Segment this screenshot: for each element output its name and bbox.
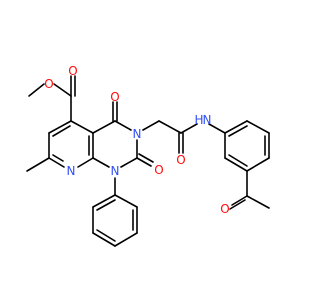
bond-ph-1 — [114, 194, 138, 208]
bond-c7-n8-double — [52, 154, 64, 162]
bond-c4-n3 — [114, 120, 132, 131]
atom-o-ester-ether: O — [44, 77, 53, 91]
atom-labels: O O O N O O N N H N O — [44, 64, 229, 216]
atom-o-c4: O — [110, 90, 119, 104]
bond-ph-4-double — [96, 229, 116, 242]
atom-o-ester-carbonyl: O — [68, 64, 77, 78]
bond-n3-ch2 — [142, 120, 160, 131]
bond-o-carbonyl — [53, 83, 72, 97]
bond-c5-c4a — [70, 120, 94, 134]
bond-ar-5-double — [228, 154, 248, 167]
bond-ph-6 — [92, 194, 116, 208]
atom-nh-h: H — [194, 113, 203, 127]
bond-c7-methyl — [26, 157, 50, 172]
bond-ar-2 — [246, 120, 270, 134]
bond-ph-6-double — [96, 199, 116, 211]
atom-nh-n: N — [203, 113, 212, 127]
atom-n3: N — [133, 127, 142, 141]
bond-c2-o-double — [138, 153, 154, 163]
bond-c2-n1 — [120, 157, 138, 168]
bond-c5-c6-double — [52, 125, 71, 137]
bond-acetyl-o — [231, 195, 248, 206]
bond-acetyl-methyl — [246, 195, 270, 209]
bond-ph-4 — [92, 232, 116, 247]
atom-o-acetyl: O — [220, 202, 229, 216]
atom-o-amide: O — [176, 153, 185, 167]
bond-ar-1-double — [228, 125, 248, 137]
atom-o-c2: O — [154, 163, 163, 177]
bond-n8-c8a — [77, 157, 94, 168]
bond-amide-c-n — [180, 123, 198, 134]
bond-ph-3 — [114, 232, 138, 247]
bond-ar-5 — [224, 157, 248, 172]
bond-ch2-amide-c — [158, 120, 182, 134]
bond-c4a-c4 — [92, 120, 116, 134]
bond-c2-o — [136, 157, 152, 167]
bond-nh-aryl — [208, 123, 226, 134]
bond-c5-c6 — [48, 120, 72, 134]
bond-ar-1 — [224, 120, 248, 134]
molecule-canvas: O O O N O O N N H N O — [26, 64, 270, 247]
bond-c7-n8 — [48, 157, 65, 168]
atom-n1: N — [111, 164, 120, 178]
bond-acetyl-o-double — [229, 199, 246, 210]
bond-methyl-o — [28, 83, 45, 97]
bond-n1-c8a — [92, 157, 110, 168]
molecule-structure: O O O N O O N N H N O — [26, 64, 270, 247]
bonds — [26, 75, 270, 247]
atom-n8: N — [67, 164, 76, 178]
bond-ar-4 — [246, 157, 270, 172]
